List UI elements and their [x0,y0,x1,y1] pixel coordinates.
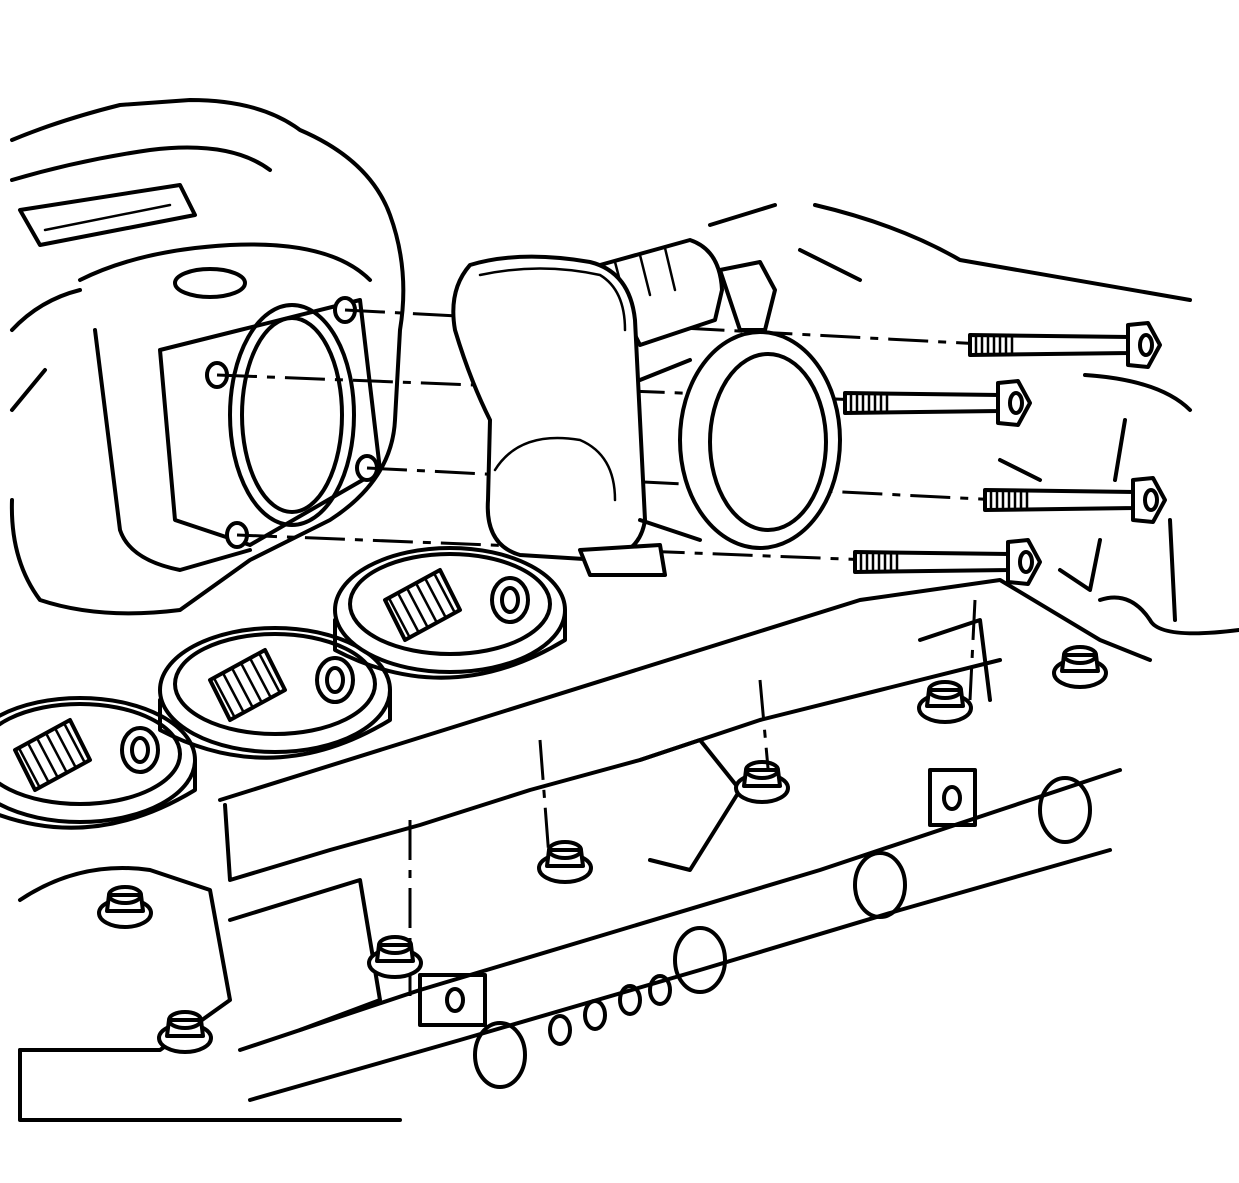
bolt-1 [968,321,1162,369]
throttle-body-gasket [228,303,356,527]
bolt-head [97,885,153,929]
throttle-body-bolts [843,321,1167,586]
bolt-head [367,935,423,979]
engine-outline [708,203,1239,636]
bolt-head [917,680,973,724]
bolt-2 [843,379,1032,427]
bolt-head [157,1010,213,1054]
bolt-head [537,840,593,884]
manifold-bolt-holes [205,296,379,549]
ignition-coil [158,626,392,760]
bolt-3 [983,476,1167,524]
ignition-coils [0,546,567,830]
ignition-coil [0,696,197,830]
cylinder-head [18,578,1152,1122]
bolt-4 [853,538,1042,586]
ignition-coil [333,546,567,680]
bolt-head [1052,645,1108,689]
throttle-body [451,238,842,577]
bolt-head [734,760,790,804]
valve-cover-bolts [97,645,1108,1054]
